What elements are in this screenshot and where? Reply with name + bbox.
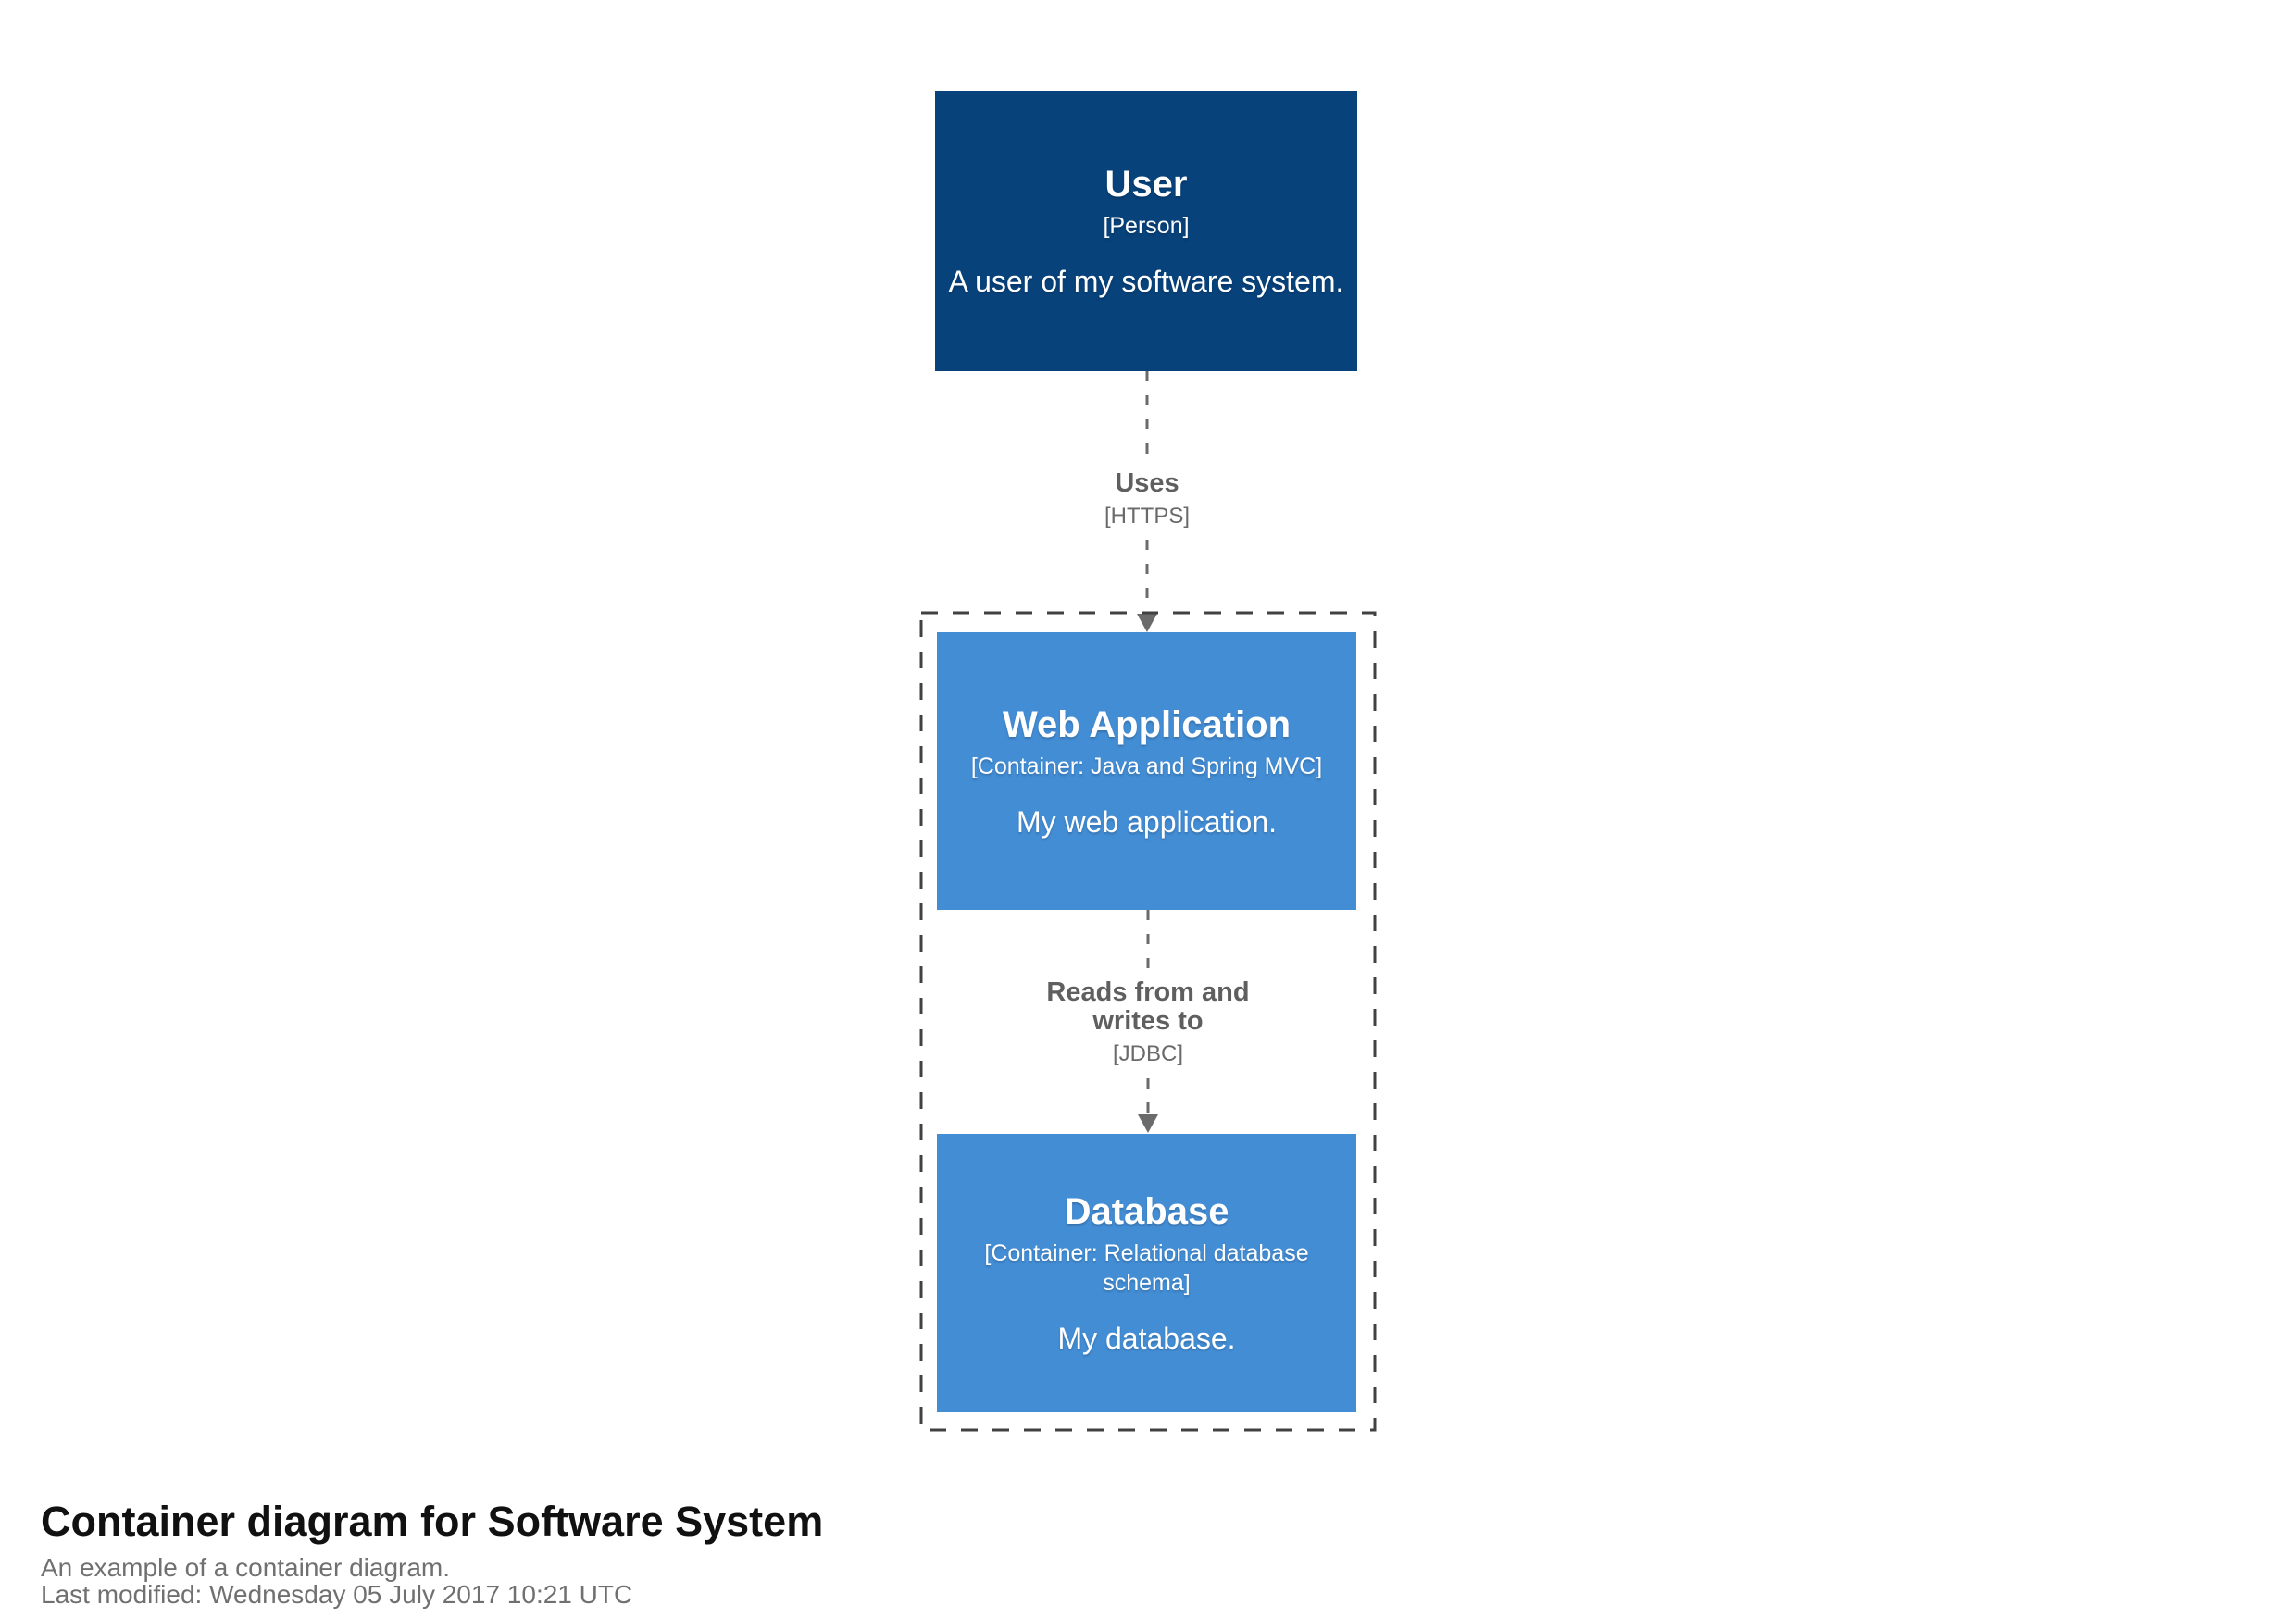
relationship-reads-writes-label: Reads from and writes to [JDBC]	[1023, 975, 1273, 1071]
container-web-application-name: Web Application	[1002, 703, 1292, 745]
diagram-title: Container diagram for Software System	[41, 1498, 824, 1545]
software-system-boundary-rect	[919, 611, 1377, 1432]
container-web-application-description: My web application.	[1016, 804, 1278, 839]
software-system-boundary	[919, 611, 1377, 1432]
relationship-uses-label: Uses [HTTPS]	[1094, 466, 1200, 533]
relationship-uses-text: Uses	[1115, 468, 1179, 498]
relationship-reads-writes-text: Reads from and writes to	[1046, 977, 1250, 1036]
person-user-node: User [Person] A user of my software syst…	[935, 91, 1357, 371]
container-database-name: Database	[1064, 1190, 1229, 1232]
relationship-reads-writes-technology: [JDBC]	[1112, 1041, 1183, 1066]
relationship-uses-technology: [HTTPS]	[1104, 504, 1191, 529]
container-web-application-node: Web Application [Container: Java and Spr…	[937, 632, 1356, 910]
diagram-last-modified: Last modified: Wednesday 05 July 2017 10…	[41, 1580, 633, 1609]
person-user-type: [Person]	[1103, 213, 1190, 239]
arrow-down-icon	[1137, 614, 1157, 632]
arrow-down-icon	[1138, 1114, 1158, 1133]
diagram-metadata: Container diagram for Software System An…	[41, 1498, 823, 1608]
person-user-name: User	[1104, 164, 1188, 205]
diagram-description: An example of a container diagram.	[41, 1553, 451, 1582]
container-database-description: My database.	[1057, 1321, 1236, 1355]
container-web-application-type: [Container: Java and Spring MVC]	[970, 753, 1323, 779]
container-database-node: Database [Container: Relational database…	[937, 1134, 1356, 1412]
container-database-type: [Container: Relational database schema]	[984, 1239, 1309, 1296]
person-user-description: A user of my software system.	[948, 265, 1344, 298]
